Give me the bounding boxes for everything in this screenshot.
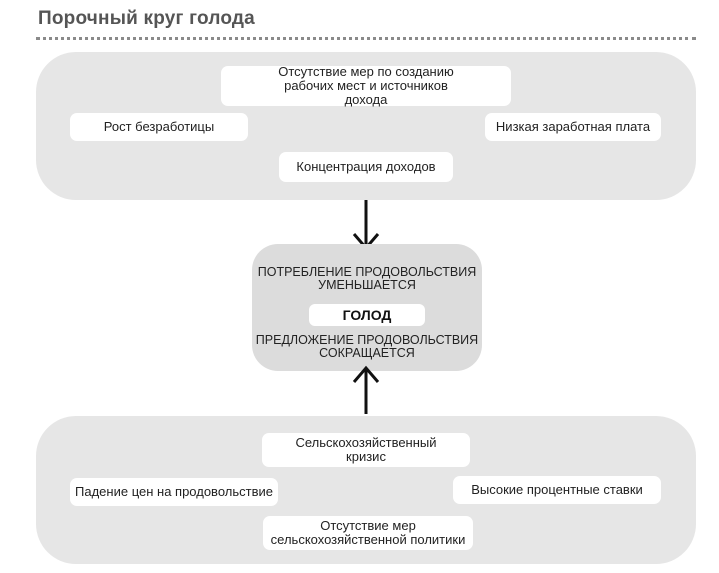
low-wages-box: Низкая заработная плата bbox=[485, 113, 661, 141]
hunger-center-block: ПОТРЕБЛЕНИЕ ПРОДОВОЛЬСТВИЯ УМЕНЬШАЕТСЯ Г… bbox=[252, 244, 482, 371]
no-job-measures-box: Отсутствие мер по созданию рабочих мест … bbox=[221, 64, 511, 107]
unemployment-box: Рост безработицы bbox=[70, 113, 248, 141]
no-agri-policy-label: Отсутствие мер сельскохозяйственной поли… bbox=[270, 518, 466, 547]
low-wages-label: Низкая заработная плата bbox=[495, 119, 651, 134]
hunger-label: ГОЛОД bbox=[309, 304, 425, 326]
no-agri-policy-box: Отсутствие мер сельскохозяйственной поли… bbox=[263, 516, 473, 550]
high-rates-label: Высокие процентные ставки bbox=[471, 482, 643, 497]
consumption-decrease-label: ПОТРЕБЛЕНИЕ ПРОДОВОЛЬСТВИЯ УМЕНЬШАЕТСЯ bbox=[257, 265, 477, 292]
arrow-up-icon bbox=[352, 365, 380, 414]
high-rates-box: Высокие процентные ставки bbox=[453, 476, 661, 504]
unemployment-label: Рост безработицы bbox=[103, 119, 215, 134]
income-concentration-label: Концентрация доходов bbox=[296, 159, 436, 174]
price-drop-box: Падение цен на продовольствие bbox=[70, 478, 278, 506]
diagram-title: Порочный круг голода bbox=[38, 8, 255, 29]
agri-crisis-label: Сельскохозяйственный кризис bbox=[295, 435, 437, 464]
agri-crisis-box: Сельскохозяйственный кризис bbox=[262, 433, 470, 467]
price-drop-label: Падение цен на продовольствие bbox=[75, 484, 273, 499]
income-concentration-box: Концентрация доходов bbox=[279, 152, 453, 182]
no-job-measures-label: Отсутствие мер по созданию рабочих мест … bbox=[278, 64, 454, 107]
supply-decrease-label: ПРЕДЛОЖЕНИЕ ПРОДОВОЛЬСТВИЯ СОКРАЩАЕТСЯ bbox=[255, 333, 479, 360]
title-divider bbox=[36, 37, 696, 40]
